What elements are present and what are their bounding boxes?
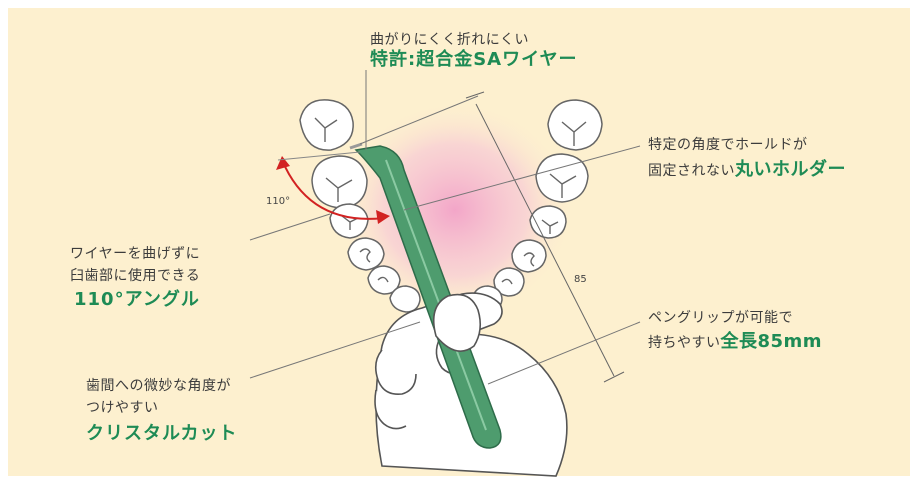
thumb <box>432 293 482 352</box>
dimension-tick-top <box>465 91 485 99</box>
wire-callout-text: 曲がりにくく折れにくい <box>370 32 529 48</box>
cut-callout-line2: つけやすい <box>86 400 159 416</box>
angle-arc-arrow <box>281 159 385 220</box>
angle-arrowhead-bottom <box>376 210 390 224</box>
teeth-right-grooves <box>501 121 587 285</box>
holder-callout-line1: 特定の角度でホールドが <box>648 137 808 153</box>
angle-callout-headline: 110°アングル <box>74 289 200 310</box>
teeth-right <box>471 99 603 313</box>
grip-callout-highlight: 全長85mm <box>720 331 823 352</box>
angle-arrowhead-top <box>276 156 290 170</box>
angle-reference-line <box>277 151 361 161</box>
cut-callout-line1: 歯間への微妙な角度が <box>86 378 231 394</box>
holder-callout-plain: 固定されない <box>648 163 735 179</box>
toothbrush <box>349 142 502 449</box>
angle-dimension-label: 110° <box>266 196 291 207</box>
grip-callout-plain: 持ちやすい <box>648 335 721 351</box>
holder-callout-line2: 固定されない丸いホルダー <box>648 160 846 181</box>
holder-callout-highlight: 丸いホルダー <box>735 159 846 180</box>
angle-callout-line2: 臼歯部に使用できる <box>70 268 201 284</box>
leader-lines <box>249 70 641 385</box>
grip-callout-line1: ペングリップが可能で <box>648 310 793 326</box>
dimension-line <box>475 103 615 377</box>
dimension-tick-bottom <box>603 371 625 383</box>
cut-callout-headline: クリスタルカット <box>86 423 238 444</box>
length-dimension-label: 85 <box>574 274 587 285</box>
teeth-left-grooves <box>314 117 389 283</box>
angle-callout-line1: ワイヤーを曲げずに <box>70 246 201 262</box>
dimension-extension-top <box>359 95 479 145</box>
grip-callout-line2: 持ちやすい全長85mm <box>648 332 822 353</box>
wire-callout-headline: 特許:超合金SAワイヤー <box>370 49 578 70</box>
